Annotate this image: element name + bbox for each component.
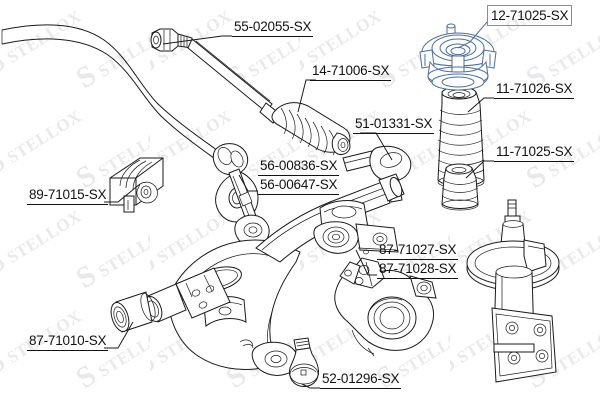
part-steering-knuckle [334,257,437,357]
label-text: 12-71025-SX [491,8,569,23]
label-control-arm-front-bushing[interactable]: 87-71010-SX [27,332,109,351]
part-control-arm-front-bushing [110,291,156,333]
label-bump-stop-lower[interactable]: 11-71025-SX [494,143,575,162]
part-steering-rack-boot [271,102,351,156]
label-text: 11-71025-SX [494,143,575,162]
label-text: 55-02055-SX [232,18,314,37]
label-outer-tie-rod-end[interactable]: 51-01331-SX [353,115,435,134]
part-inner-tie-rod [150,28,281,124]
part-shock-strut [466,199,560,383]
label-text-line2: 87-71028-SX [377,260,459,279]
label-stabilizer-bar-bushing[interactable]: 89-71015-SX [27,186,109,205]
label-inner-tie-rod[interactable]: 55-02055-SX [232,18,314,37]
label-ball-joint[interactable]: 52-01296-SX [320,370,402,389]
label-bump-stop-upper[interactable]: 11-71026-SX [494,80,575,99]
label-text: 87-71010-SX [27,332,109,351]
label-text: 52-01296-SX [320,370,402,389]
label-strut-mount-highlighted[interactable]: 12-71025-SX [487,5,573,26]
part-stabilizer-bar-bushing [109,157,164,213]
label-control-arm-rear-bushing[interactable]: 87-71027-SX 87-71028-SX [377,241,459,279]
label-text-line2: 56-00647-SX [258,176,340,195]
label-steering-rack-boot[interactable]: 14-71006-SX [310,62,392,81]
label-text: 89-71015-SX [27,186,109,205]
leader-lines [104,21,494,389]
label-text-line1: 56-00836-SX [258,157,340,176]
label-text-line1: 87-71027-SX [377,241,459,260]
label-text: 11-71026-SX [494,80,575,99]
part-control-arm-rear-bushing [313,200,399,255]
label-stabilizer-link[interactable]: 56-00836-SX 56-00647-SX [258,157,340,195]
label-text: 51-01331-SX [353,115,435,134]
part-bump-stop-lower [441,163,479,211]
part-ball-joint [289,337,319,387]
label-text: 14-71006-SX [310,62,392,81]
